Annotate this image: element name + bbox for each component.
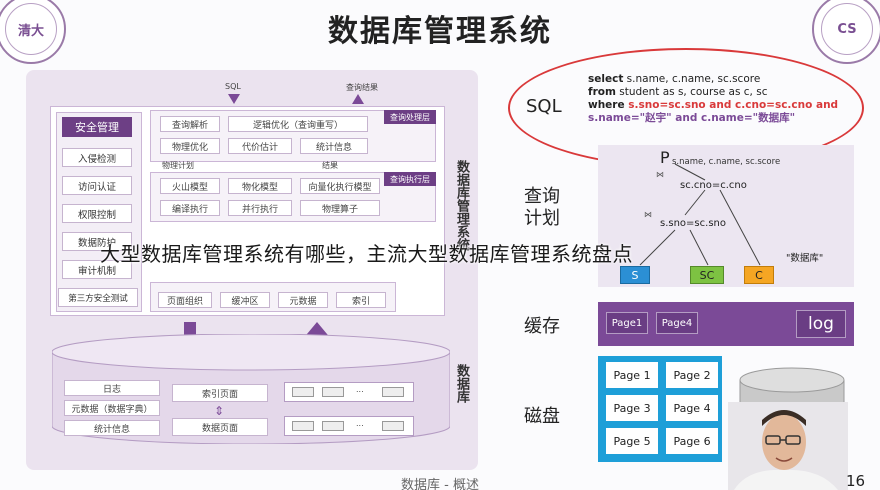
chain-page-6 <box>382 421 404 431</box>
sql-keyword-select: select <box>588 73 624 85</box>
disk-page-5: Page 5 <box>606 428 658 454</box>
statistics-box: 统计信息 <box>300 138 368 154</box>
security-header: 安全管理 <box>62 117 132 137</box>
chain-ellipsis: ... <box>356 385 364 394</box>
security-item-third-party: 第三方安全测试 <box>58 288 138 307</box>
chain-page-4 <box>292 421 314 431</box>
physical-plan-label: 物理计划 <box>162 161 194 170</box>
security-item-permission: 权限控制 <box>62 204 132 223</box>
physical-opt-box: 物理优化 <box>160 138 220 154</box>
sql-line-1: select s.name, c.name, sc.score <box>588 73 858 86</box>
cache-page-4: Page4 <box>656 312 698 334</box>
sql-select-cols: s.name, c.name, sc.score <box>623 73 761 85</box>
cost-estimate-box: 代价估计 <box>228 138 292 154</box>
data-dictionary-box: 元数据（数据字典） <box>64 400 160 416</box>
data-pages-box: 数据页面 <box>172 418 268 436</box>
plan-tree-edges <box>639 163 761 266</box>
table-s: S <box>620 266 650 284</box>
cache-page-1: Page1 <box>606 312 648 334</box>
projection-symbol: P <box>660 148 670 167</box>
metadata-box: 元数据 <box>278 292 328 308</box>
overlay-caption: 大型数据库管理系统有哪些，主流大型数据库管理系统盘点 <box>100 242 633 266</box>
db-vertical-label: 数据库 <box>452 364 470 408</box>
select-note: "数据库" <box>786 253 824 264</box>
page-number: 16 <box>846 472 866 490</box>
sql-input-label: SQL <box>225 82 241 91</box>
index-page-chain <box>284 382 414 402</box>
chain-page-1 <box>292 387 314 397</box>
exec-layer-label: 查询执行层 <box>384 172 436 186</box>
logical-opt-box: 逻辑优化（查询重写） <box>228 116 368 132</box>
logo-left-inner: 清大 <box>5 3 57 55</box>
table-sc: SC <box>690 266 724 284</box>
university-logo-left: 清大 <box>0 0 66 64</box>
chain-ellipsis-2: ... <box>356 419 364 428</box>
query-plan-panel <box>598 145 854 287</box>
buffer-box: 缓冲区 <box>220 292 270 308</box>
join1-symbol: ⋈ <box>656 170 664 179</box>
compiled-exec-box: 编译执行 <box>160 200 220 216</box>
chain-page-3 <box>382 387 404 397</box>
physical-operator-box: 物理算子 <box>300 200 380 216</box>
sql-statement: select s.name, c.name, sc.score from stu… <box>588 73 858 133</box>
sql-keyword-from: from <box>588 86 616 98</box>
materialize-model-box: 物化模型 <box>228 178 292 194</box>
dbms-vertical-text: 数据库管理系统 <box>454 160 469 251</box>
sql-down-arrow <box>228 94 240 104</box>
slide-title: 数据库管理系统 <box>328 14 552 49</box>
cache-log: log <box>796 310 846 338</box>
sql-line-3: where s.sno=sc.sno and c.cno=sc.cno and <box>588 99 858 112</box>
query-result-label: 查询结果 <box>346 83 378 92</box>
index-data-double-arrow: ⇕ <box>214 404 225 418</box>
security-item-audit: 审计机制 <box>62 260 132 279</box>
sql-row-label: SQL <box>526 96 562 117</box>
security-item-intrusion: 入侵检测 <box>62 148 132 167</box>
sql-filter-conds: s.name="赵宇" and c.name="数据库" <box>588 112 796 124</box>
query-layer-label: 查询处理层 <box>384 110 436 124</box>
sql-join-conds: s.sno=sc.sno and c.cno=sc.cno and <box>624 99 839 111</box>
join1-cond: sc.cno=c.cno <box>680 180 747 191</box>
db-statistics-box: 统计信息 <box>64 420 160 436</box>
slide-footer: 数据库 - 概述 <box>401 478 479 490</box>
disk-row-label: 磁盘 <box>524 406 560 427</box>
cache-row-label: 缓存 <box>524 316 560 337</box>
presenter-video <box>728 402 848 490</box>
result-up-arrow <box>352 94 364 104</box>
index-box: 索引 <box>336 292 386 308</box>
sql-line-4: s.name="赵宇" and c.name="数据库" <box>588 112 858 125</box>
db-vertical-text: 数据库 <box>454 364 469 403</box>
disk-page-2: Page 2 <box>666 362 718 388</box>
log-box: 日志 <box>64 380 160 396</box>
query-parse-box: 查询解析 <box>160 116 220 132</box>
index-pages-box: 索引页面 <box>172 384 268 402</box>
disk-page-4: Page 4 <box>666 395 718 421</box>
logo-right-inner: CS <box>821 3 873 55</box>
security-item-protection: 数据防护 <box>62 232 132 251</box>
sql-line-2: from student as s, course as c, sc <box>588 86 858 99</box>
sql-from-tables: student as s, course as c, sc <box>615 86 768 98</box>
security-item-auth: 访问认证 <box>62 176 132 195</box>
chain-page-2 <box>322 387 344 397</box>
logo-left-text: 清大 <box>17 23 44 39</box>
disk-page-6: Page 6 <box>666 428 718 454</box>
disk-page-1: Page 1 <box>606 362 658 388</box>
plan-row-label: 查询计划 <box>524 186 560 229</box>
university-logo-right: CS <box>812 0 880 64</box>
logo-right-text: CS <box>837 21 857 37</box>
volcano-model-box: 火山模型 <box>160 178 220 194</box>
result-label: 结果 <box>322 161 338 170</box>
table-c: C <box>744 266 774 284</box>
page-org-box: 页面组织 <box>158 292 212 308</box>
join2-symbol: ⋈ <box>644 210 652 219</box>
dbms-vertical-label: 数据库管理系统 <box>452 160 470 256</box>
sql-keyword-where: where <box>588 99 625 111</box>
data-page-chain <box>284 416 414 436</box>
disk-page-3: Page 3 <box>606 395 658 421</box>
parallel-exec-box: 并行执行 <box>228 200 292 216</box>
join2-cond: s.sno=sc.sno <box>660 218 726 229</box>
chain-page-5 <box>322 421 344 431</box>
projection-attrs: s.name, c.name, sc.score <box>672 157 781 167</box>
vectorized-model-box: 向量化执行模型 <box>300 178 380 194</box>
